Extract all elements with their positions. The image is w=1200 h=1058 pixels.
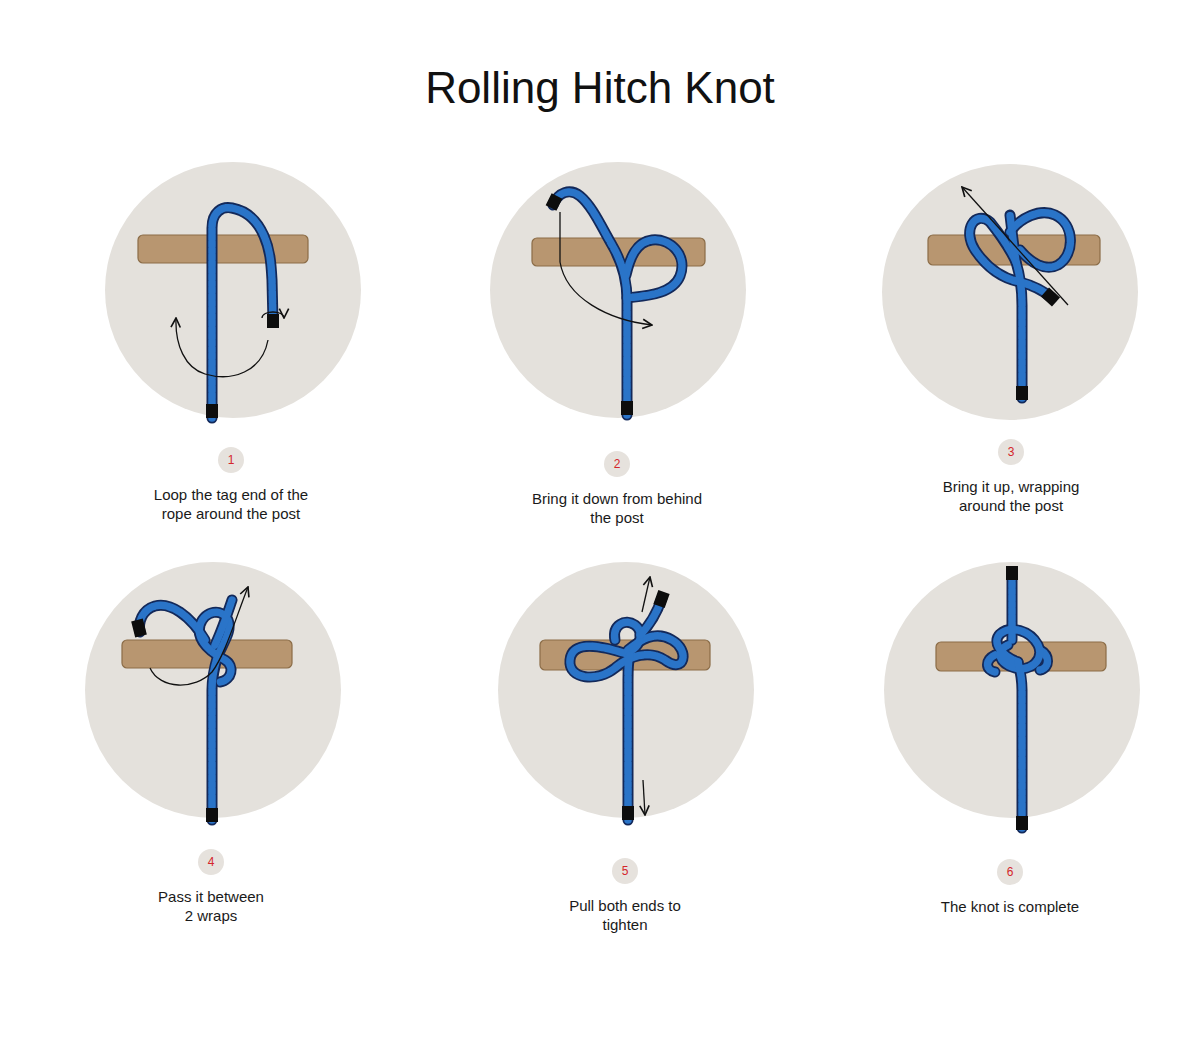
rope-end — [1012, 566, 1022, 830]
step-number: 2 — [604, 451, 630, 477]
step: 3Bring it up, wrapping around the post — [931, 439, 1091, 515]
step-number: 1 — [218, 447, 244, 473]
rope — [970, 213, 1071, 398]
motion-arrow — [560, 212, 652, 325]
step-number: 3 — [998, 439, 1024, 465]
step: 1Loop the tag end of the rope around the… — [146, 447, 316, 523]
rope — [570, 598, 683, 820]
rope — [988, 575, 1048, 828]
step-caption: Pass it between 2 wraps — [155, 887, 267, 925]
step-caption: Loop the tag end of the rope around the … — [146, 485, 316, 523]
rope-end — [628, 592, 664, 820]
rope — [570, 598, 683, 820]
rope — [140, 600, 232, 820]
post — [138, 235, 308, 263]
step-number: 5 — [612, 858, 638, 884]
rope — [140, 600, 232, 820]
rope — [212, 208, 273, 418]
step-panel — [85, 562, 341, 822]
step-panel — [105, 162, 361, 418]
step-number: 6 — [997, 859, 1023, 885]
step: 4Pass it between 2 wraps — [155, 849, 267, 925]
rope-end — [1022, 292, 1056, 400]
rope — [988, 575, 1048, 828]
motion-arrow — [262, 312, 284, 318]
rope-end — [137, 620, 212, 822]
rope — [553, 192, 682, 415]
step-panel — [498, 562, 754, 820]
step: 5Pull both ends to tighten — [560, 858, 690, 934]
panel-ground — [882, 164, 1138, 420]
step-caption: Bring it down from behind the post — [526, 489, 708, 527]
motion-arrow — [150, 587, 248, 685]
motion-arrow — [962, 187, 1068, 305]
motion-arrow — [176, 318, 268, 377]
panel-ground — [490, 162, 746, 418]
title: Rolling Hitch Knot — [0, 62, 1200, 114]
step-number: 4 — [198, 849, 224, 875]
step-caption: Bring it up, wrapping around the post — [931, 477, 1091, 515]
panel-ground — [105, 162, 361, 418]
step: 6The knot is complete — [910, 859, 1110, 916]
step-panel — [490, 162, 746, 418]
rope-end — [212, 314, 273, 418]
motion-arrow — [642, 577, 650, 612]
step-caption: The knot is complete — [910, 897, 1110, 916]
step-panel — [884, 562, 1140, 830]
rope — [212, 208, 273, 418]
rope — [970, 213, 1071, 398]
step-caption: Pull both ends to tighten — [560, 896, 690, 934]
step: 2Bring it down from behind the post — [526, 451, 708, 527]
rope — [553, 192, 682, 415]
rope-end — [551, 196, 627, 415]
motion-arrow — [643, 780, 645, 815]
step-panel — [882, 164, 1138, 420]
